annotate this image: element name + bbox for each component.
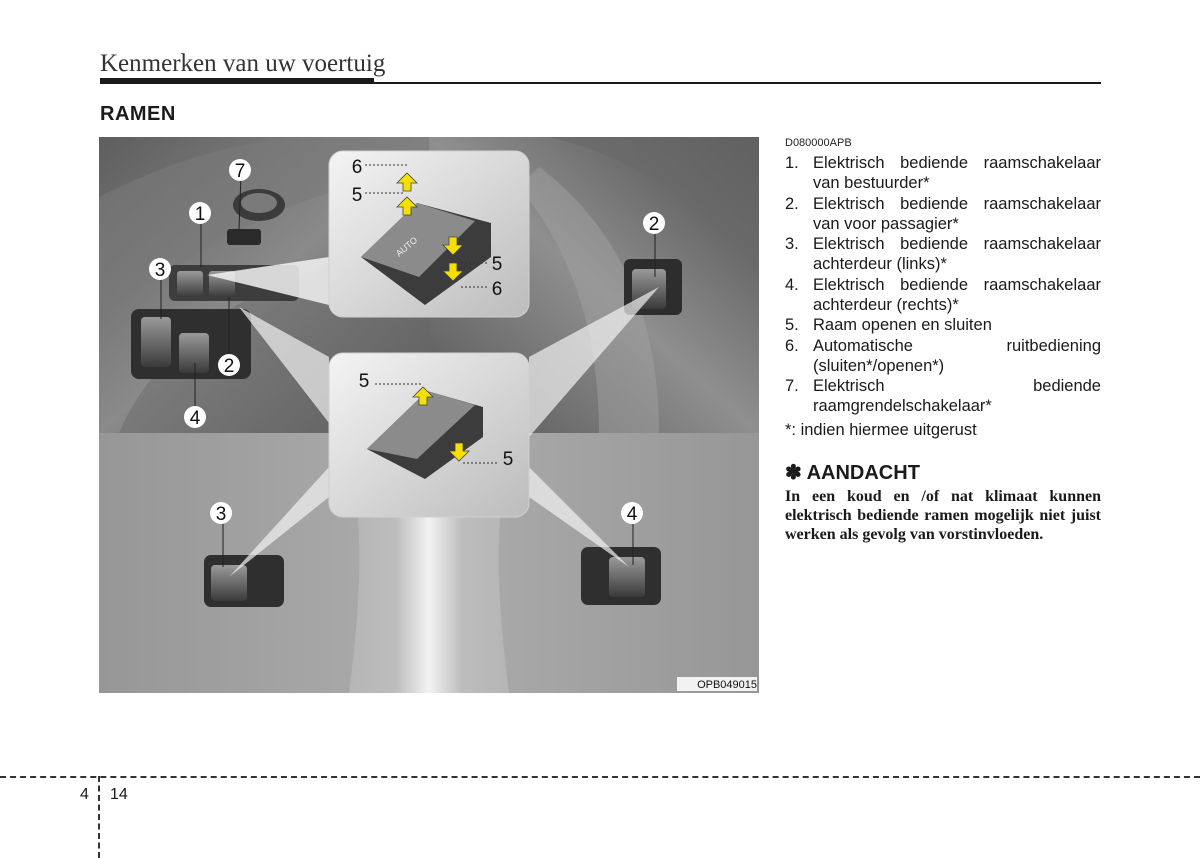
list-item: 4.Elektrisch bediende raamschakelaar ach… <box>785 275 1101 314</box>
window-switch-figure: AUTO 7 1 <box>99 137 759 693</box>
callout-6-top: 6 <box>352 157 363 178</box>
feature-list: 1.Elektrisch bediende raamschakelaar van… <box>785 153 1101 417</box>
header-title: Kenmerken van uw voertuig <box>100 50 386 77</box>
list-item: 5.Raam openen en sluiten <box>785 316 992 334</box>
figure-code: OPB049015 <box>697 679 757 691</box>
callout-2-passenger: 2 <box>643 212 665 235</box>
callout-3: 3 <box>149 258 171 281</box>
section-title: RAMEN <box>100 103 176 125</box>
list-item: 2.Elektrisch bediende raamschakelaar van… <box>785 194 1101 233</box>
footer-rule <box>0 776 1200 778</box>
callout-4: 4 <box>184 406 206 429</box>
callout-4-rear: 4 <box>621 502 643 525</box>
callout-5-inset2-bottom: 5 <box>503 449 514 470</box>
list-item: 3.Elektrisch bediende raamschakelaar ach… <box>785 235 1101 273</box>
chapter-number: 4 <box>80 786 89 803</box>
svg-text:1: 1 <box>195 204 206 225</box>
callout-5-bottom: 5 <box>492 254 503 275</box>
callout-2: 2 <box>218 354 240 377</box>
callout-5-top: 5 <box>352 185 363 206</box>
footnote: *: indien hiermee uitgerust <box>785 421 977 439</box>
svg-text:4: 4 <box>190 408 201 429</box>
svg-text:3: 3 <box>216 504 227 525</box>
list-item: 6.Automatische ruitbediening (sluiten*/o… <box>785 336 1101 375</box>
callout-7: 7 <box>229 159 251 182</box>
svg-text:3: 3 <box>155 260 166 281</box>
svg-text:4: 4 <box>627 504 638 525</box>
svg-text:2: 2 <box>649 214 660 235</box>
header-rule-thin <box>374 82 1101 84</box>
svg-text:2: 2 <box>224 356 235 377</box>
list-item: 1.Elektrisch bediende raamschakelaar van… <box>785 154 1101 192</box>
document-code: D080000APB <box>785 137 852 149</box>
page-number: 14 <box>110 786 128 803</box>
callout-1: 1 <box>189 202 211 225</box>
callout-5-inset2-top: 5 <box>359 371 370 392</box>
notice-text: In een koud en /of nat klimaat kunnen el… <box>785 488 1101 543</box>
footer-divider <box>98 776 100 858</box>
header-rule <box>100 78 374 84</box>
list-item: 7.Elektrisch bediende raamgrendelschakel… <box>785 377 1101 415</box>
svg-text:7: 7 <box>235 161 246 182</box>
callout-6-bottom: 6 <box>492 279 503 300</box>
notice-star-icon: ✽ <box>785 462 802 484</box>
notice-heading: ✽ AANDACHT <box>785 460 920 485</box>
callout-3-rear: 3 <box>210 502 232 525</box>
notice-title: AANDACHT <box>806 462 920 484</box>
